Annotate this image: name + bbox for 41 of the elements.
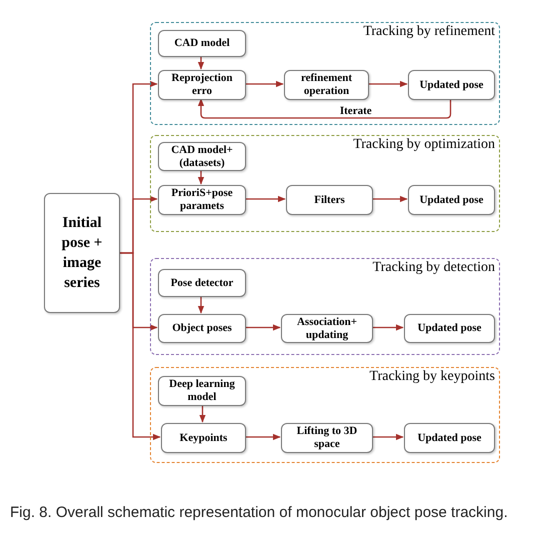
arrow	[245, 324, 281, 331]
arrow	[120, 252, 161, 440]
process-box: CAD model+ (datasets)	[158, 142, 246, 171]
arrow	[198, 170, 204, 185]
arrow	[198, 98, 452, 119]
dashed-group-frame	[150, 258, 500, 355]
arrow	[245, 196, 286, 202]
process-box: Initial pose + image series	[44, 193, 120, 313]
group-title: Tracking by optimization	[353, 136, 495, 154]
process-box: Pose detector	[158, 269, 246, 297]
process-box: Updated pose	[404, 423, 495, 453]
process-box: Filters	[286, 185, 373, 215]
process-box: refinement operation	[284, 70, 369, 100]
arrow	[368, 80, 408, 88]
dashed-group-frame	[150, 367, 500, 463]
process-box: Lifting to 3D space	[281, 423, 373, 453]
arrow	[198, 296, 204, 314]
process-box: Updated pose	[404, 314, 495, 343]
edge-label: Iterate	[338, 105, 374, 117]
process-box: Updated pose	[408, 70, 495, 100]
group-title: Tracking by keypoints	[370, 368, 495, 386]
process-box: Keypoints	[161, 423, 246, 453]
caption: Fig. 8. Overall schematic representation of monocular object pose tracking.	[10, 503, 509, 522]
dashed-group-frame	[150, 135, 500, 232]
arrow	[372, 196, 408, 202]
group-title: Tracking by detection	[372, 259, 495, 277]
arrow	[372, 434, 404, 440]
process-box: Association+ updating	[281, 314, 373, 343]
dashed-group-frame	[150, 22, 500, 125]
group-title: Tracking by refinement	[363, 23, 495, 41]
arrow	[245, 80, 284, 88]
arrow	[198, 56, 204, 70]
arrow	[199, 405, 206, 423]
arrow	[372, 324, 404, 331]
process-box: Updated pose	[408, 185, 495, 215]
process-box: Deep learning model	[158, 376, 246, 406]
process-box: PrioriS+pose paramets	[158, 185, 246, 215]
arrow	[245, 434, 281, 440]
process-box: CAD model	[158, 30, 246, 57]
process-box: Reprojection erro	[158, 70, 246, 100]
process-box: Object poses	[158, 314, 246, 343]
